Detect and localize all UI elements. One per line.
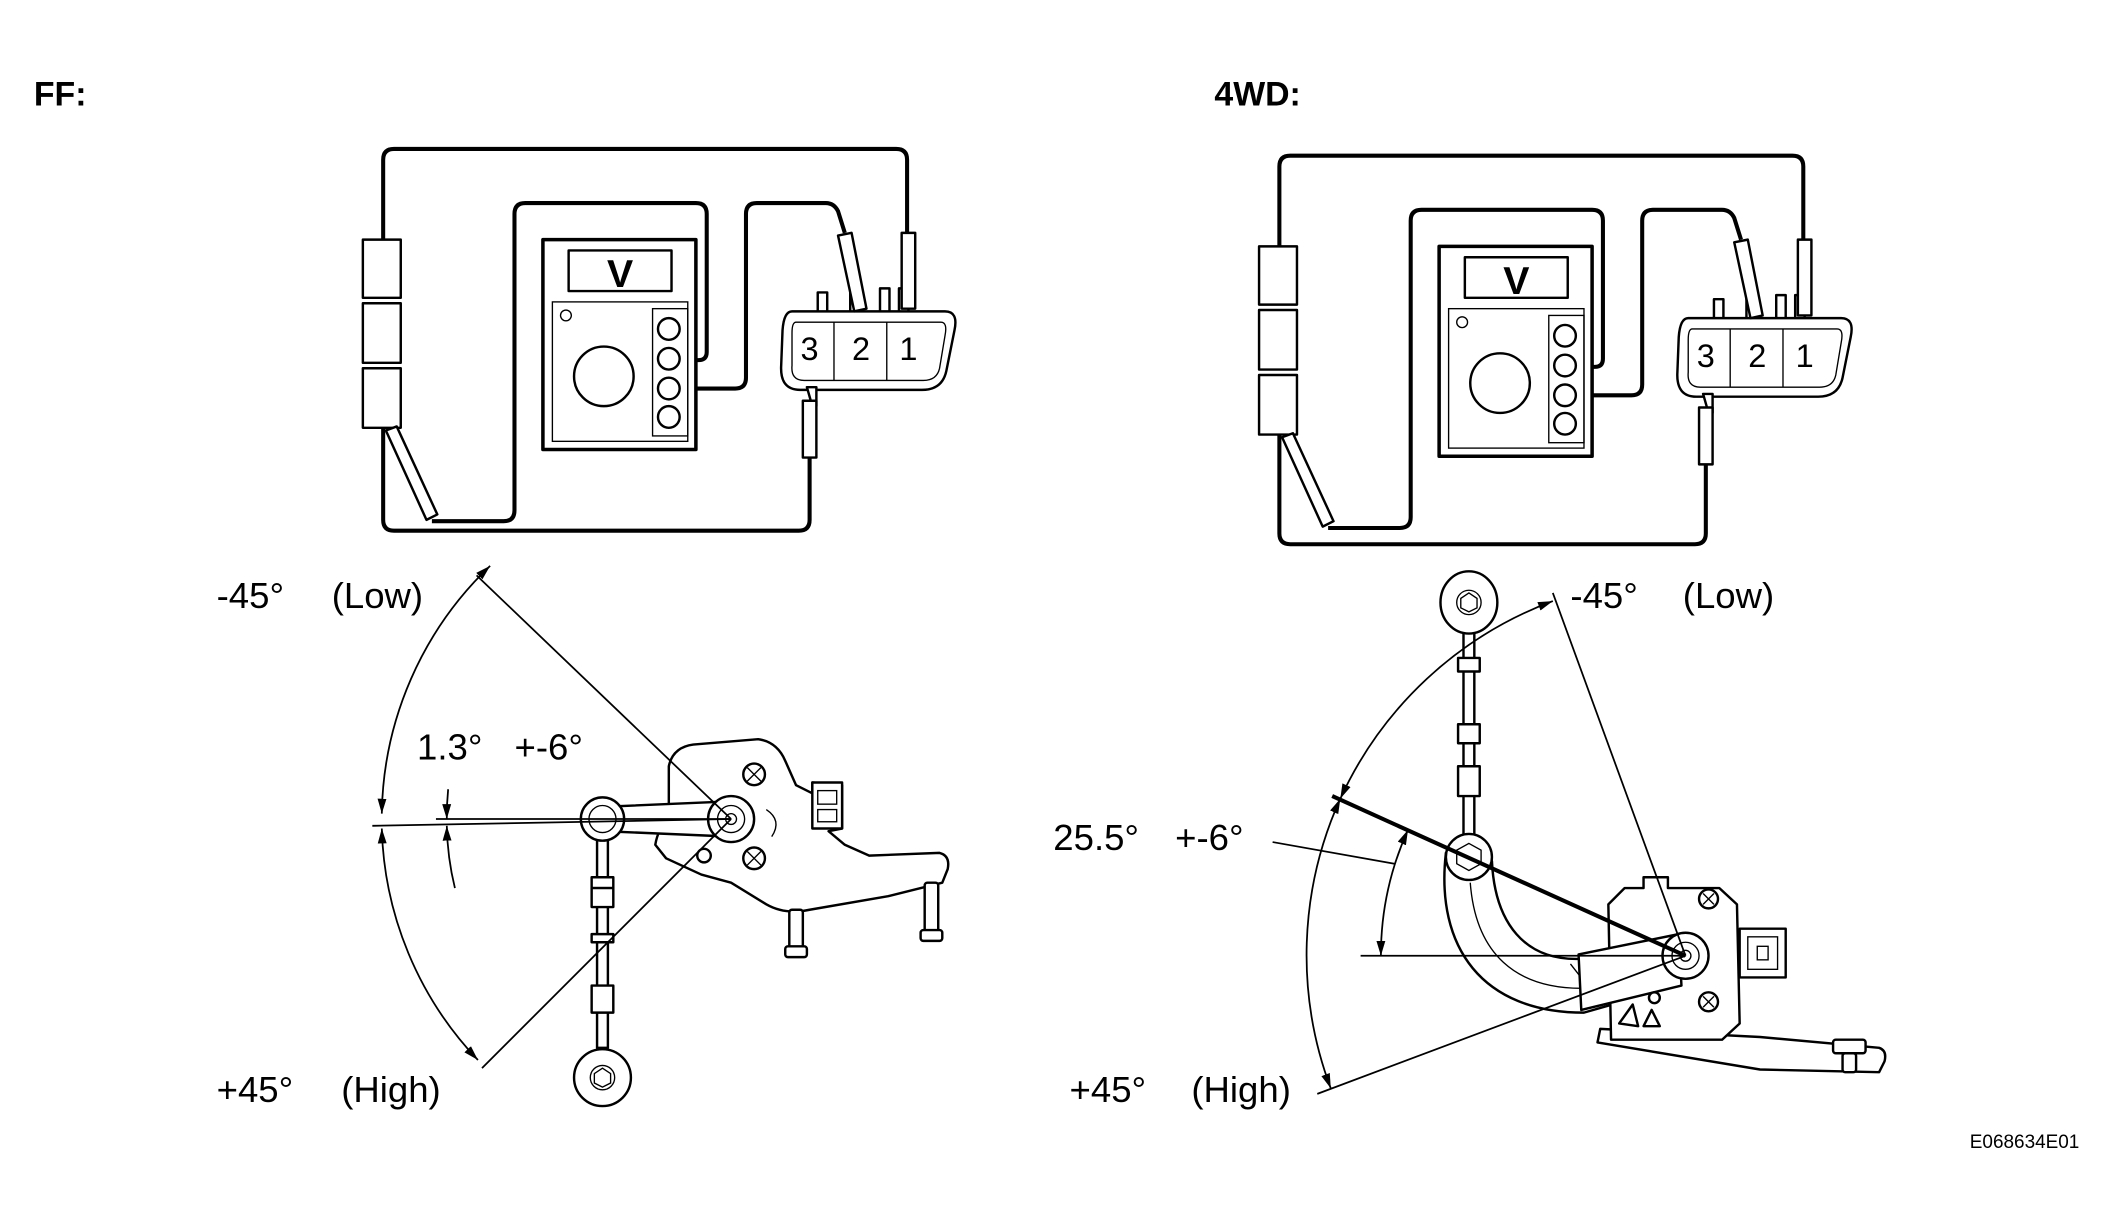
- ff-reference-arrow-top: [442, 789, 452, 820]
- 4wd-negative-wire: [1328, 207, 1605, 531]
- 4wd-high-label: (High): [1191, 1069, 1291, 1110]
- 4wd-sensor-connector: 3 2 1: [1676, 293, 1853, 398]
- 4wd-high-limit-line: [1316, 954, 1686, 1095]
- ff-reference-tolerance: +-6°: [514, 726, 582, 767]
- 4wd-high-arc: [1305, 798, 1342, 1089]
- ff-high-limit-line: [481, 818, 732, 1069]
- ff-sensor-assembly: [572, 737, 950, 1108]
- 4wd-angle-dimensions: [1272, 592, 1687, 1095]
- 4wd-pin-1-probe: [1796, 238, 1813, 317]
- ff-lever-line: [372, 818, 732, 827]
- 4wd-reference-tolerance: +-6°: [1175, 817, 1243, 858]
- 4wd-sensor-assembly: [1439, 570, 1887, 1074]
- 4wd-meter-v-jack: [1552, 383, 1578, 408]
- 4wd-lever-line: [1331, 794, 1687, 958]
- 4wd-rod-end-eye: [1439, 570, 1499, 635]
- ff-low-label: (Low): [332, 575, 423, 616]
- ff-meter-dial: [572, 345, 635, 408]
- 4wd-positive-wire: [1575, 207, 1743, 398]
- ff-pin-3-label: 3: [801, 331, 819, 367]
- 4wd-low-arc: [1339, 600, 1554, 800]
- ff-top-wire: [381, 146, 910, 240]
- ff-title: FF:: [34, 76, 87, 114]
- ff-meter-com-jack: [656, 346, 681, 371]
- ff-circuit: V 3 2 1: [361, 146, 957, 533]
- ff-bracket-connector: [811, 781, 844, 830]
- ff-meter-unit: V: [607, 252, 633, 296]
- 4wd-low-angle: -45°: [1570, 575, 1637, 616]
- 4wd-meter-unit: V: [1503, 259, 1529, 303]
- 4wd-screw: [1697, 888, 1720, 910]
- 4wd-lever-rib: [1469, 882, 1639, 989]
- 4wd-top-wire: [1277, 153, 1806, 247]
- 4wd-mount-tab: [1831, 1038, 1867, 1074]
- 4wd-bracket-hole: [1647, 991, 1662, 1005]
- ff-pin-1-probe: [900, 231, 917, 310]
- ff-bracket-hole: [696, 847, 713, 864]
- 4wd-low-label: (Low): [1683, 575, 1774, 616]
- 4wd-bracket-connector: [1738, 927, 1787, 979]
- ff-low-arc: [377, 565, 491, 814]
- ff-high-label: (High): [341, 1069, 441, 1110]
- ff-voltmeter: V: [541, 237, 698, 452]
- 4wd-bracket-lugs: [1617, 1003, 1662, 1028]
- ff-low-limit-line: [475, 574, 732, 820]
- figure-id: E068634E01: [1970, 1132, 2080, 1153]
- 4wd-meter-com-jack: [1552, 353, 1578, 378]
- ff-positive-wire: [679, 201, 847, 391]
- ff-low-angle: -45°: [217, 575, 284, 616]
- 4wd-bottom-wire: [1277, 434, 1708, 547]
- 4wd-meter-display: [1463, 256, 1569, 300]
- 4wd-low-limit-line: [1552, 592, 1687, 957]
- ff-bottom-wire: [381, 427, 812, 533]
- ff-link-rod: [572, 836, 633, 1108]
- ff-reference-angle: 1.3°: [417, 726, 482, 767]
- ff-mount-stud: [784, 908, 809, 959]
- 4wd-title: 4WD:: [1214, 76, 1300, 114]
- ff-pin-2-label: 2: [852, 331, 870, 367]
- ff-rod-end-eye: [572, 1047, 633, 1108]
- 4wd-battery-probe: [1280, 431, 1335, 528]
- ff-pin-3-probe: [801, 399, 818, 459]
- ff-angle-dimensions: [372, 565, 732, 1069]
- ff-negative-wire: [431, 201, 709, 524]
- ff-pin-1-label: 1: [899, 331, 917, 367]
- ff-battery-probe: [384, 425, 439, 522]
- 4wd-pin-2-probe: [1733, 238, 1764, 320]
- ff-high-arc: [377, 828, 479, 1061]
- 4wd-screw: [1697, 991, 1720, 1013]
- 4wd-voltmeter: V: [1437, 244, 1594, 458]
- ff-sensor-connector: 3 2 1: [779, 287, 957, 392]
- ff-reference-arrow-bottom: [442, 825, 456, 889]
- ff-sensor-bracket: [654, 737, 950, 913]
- 4wd-pin-2-label: 2: [1748, 338, 1766, 374]
- ff-pin-2-probe: [836, 231, 868, 313]
- ff-pivot-slot: [765, 809, 777, 838]
- 4wd-pin-1-label: 1: [1796, 338, 1814, 374]
- 4wd-reference-angle: 25.5°: [1053, 817, 1139, 858]
- 4wd-high-angle: +45°: [1070, 1069, 1147, 1110]
- 4wd-pin-3-probe: [1697, 406, 1714, 466]
- ff-screw: [742, 846, 767, 871]
- 4wd-meter-dial: [1469, 352, 1532, 415]
- 4wd-link-rod: [1439, 570, 1499, 841]
- ff-meter-v-jack: [656, 376, 681, 401]
- 4wd-pin-3-label: 3: [1697, 338, 1715, 374]
- ff-meter-display: [567, 249, 673, 293]
- 4wd-battery: [1257, 245, 1299, 436]
- 4wd-reference-leader: [1272, 841, 1395, 865]
- ff-mount-stud: [919, 881, 944, 943]
- ff-screw: [742, 762, 767, 787]
- ff-battery: [361, 238, 402, 430]
- 4wd-sensor-lever-hub: [1577, 932, 1683, 1012]
- 4wd-circuit: V 3 2 1: [1257, 153, 1853, 547]
- 4wd-reference-arc: [1376, 829, 1409, 956]
- ff-high-angle: +45°: [217, 1069, 294, 1110]
